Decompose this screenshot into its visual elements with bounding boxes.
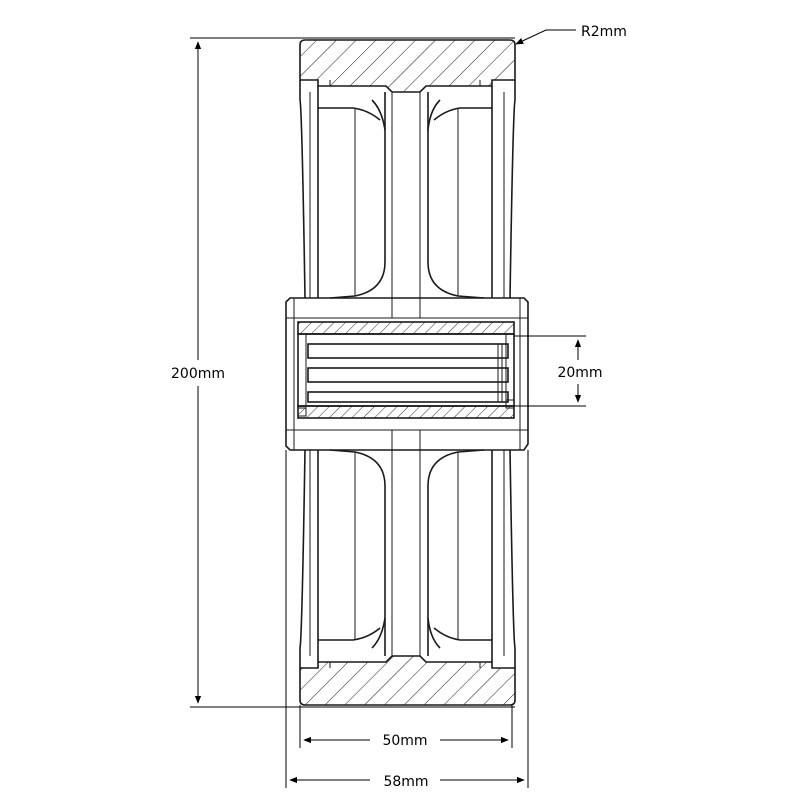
dimension-height: 200mm — [171, 37, 515, 708]
bore-label: 20mm — [557, 365, 602, 381]
dimension-tread-width: 50mm — [299, 705, 513, 749]
roller-bearing — [297, 321, 515, 419]
tyre-bottom-section — [299, 655, 516, 706]
wheel-body-upper — [299, 80, 516, 318]
wheel-body-lower — [299, 430, 516, 668]
tyre-top-section — [299, 39, 516, 93]
dimension-bore: 20mm — [514, 335, 603, 407]
height-label: 200mm — [171, 366, 225, 382]
dimension-overall-width: 58mm — [285, 450, 529, 790]
tread-width-label: 50mm — [382, 733, 427, 749]
hub — [285, 297, 529, 451]
radius-label: R2mm — [581, 24, 627, 40]
dimension-radius: R2mm — [515, 24, 627, 45]
overall-width-label: 58mm — [383, 774, 428, 790]
